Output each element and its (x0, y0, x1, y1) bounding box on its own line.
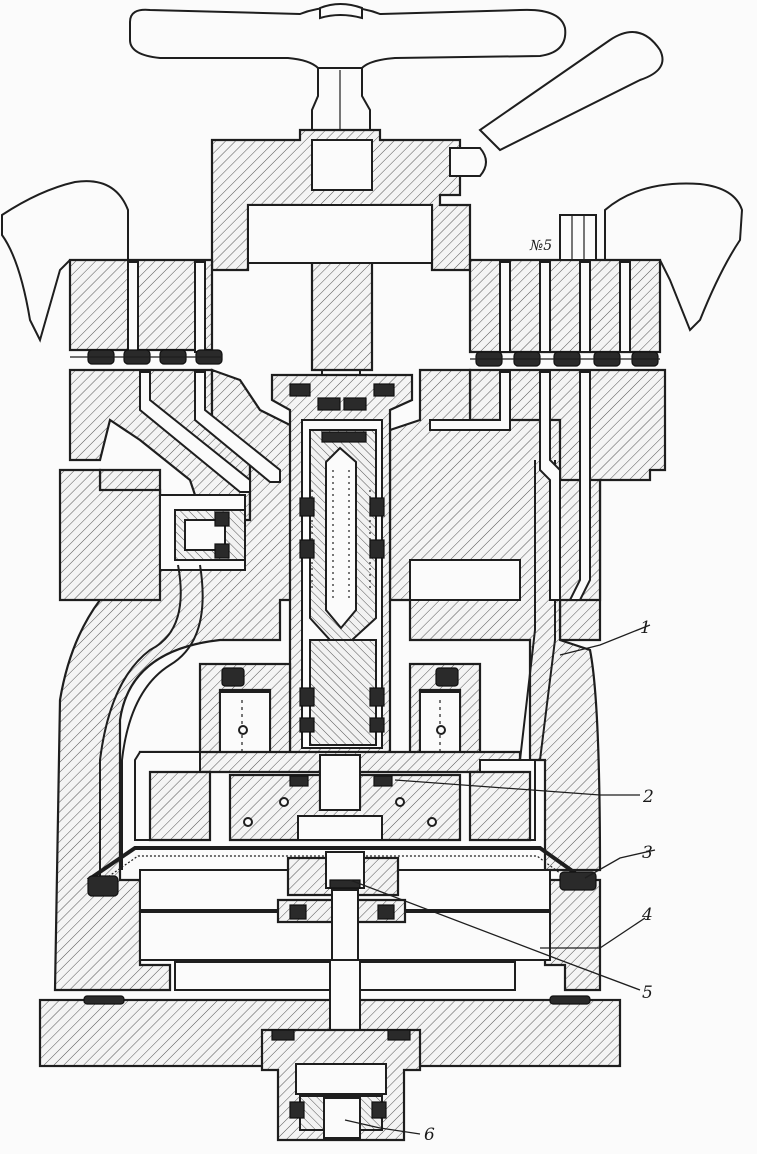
callout-2: 2 (642, 787, 654, 807)
flange-seals (70, 349, 660, 367)
right-pipe-outer (519, 460, 536, 761)
callout-3: 3 (642, 843, 653, 863)
part-number-stamp: №5 (529, 238, 552, 254)
side-plug (58, 468, 246, 602)
flange-passages (127, 261, 631, 601)
piston-block (228, 725, 462, 842)
callout-6: 6 (424, 1125, 435, 1145)
spring-cartridge (270, 373, 414, 762)
bonnet-nut (210, 128, 487, 372)
callout-4: 4 (641, 905, 653, 925)
t-handle (129, 3, 664, 152)
left-pipe-inner (121, 564, 204, 870)
callout-5: 5 (642, 983, 653, 1003)
left-pipe-outer (99, 564, 182, 880)
leader-lines (344, 624, 656, 1135)
bottom-cap (260, 1028, 422, 1142)
callout-1: 1 (640, 618, 651, 638)
